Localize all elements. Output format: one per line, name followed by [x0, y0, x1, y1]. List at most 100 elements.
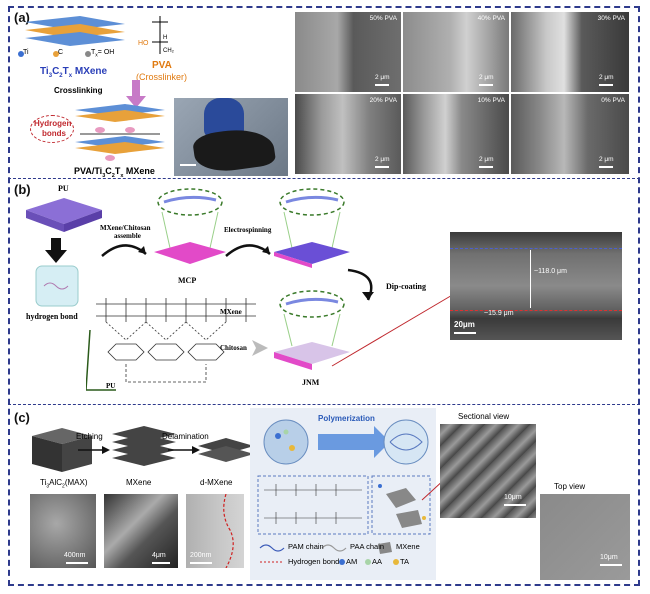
- d-mxene-sem-scale: 200nm: [190, 552, 212, 559]
- top-boundary-line: [450, 248, 622, 249]
- divider-b-c: [8, 404, 640, 405]
- mxene-stack-diagram: [112, 426, 176, 466]
- sem-scale-bar: [375, 166, 389, 168]
- sem-scale: 2 μm: [479, 74, 494, 81]
- curved-arrow-icon: [225, 244, 271, 257]
- legend-pam: PAM chain: [288, 542, 324, 551]
- sem-image: 0% PVA 2 μm: [511, 94, 629, 174]
- delamination-label: Delamination: [162, 432, 209, 441]
- cross-section-scale: 20μm: [454, 320, 475, 329]
- legend-mxene: MXene: [396, 542, 420, 551]
- crosslinking-label: Crosslinking: [54, 86, 103, 95]
- sem-image: 10% PVA 2 μm: [403, 94, 509, 174]
- hydrogen-bonds-line2: bonds: [42, 129, 66, 138]
- pu-mesh: [26, 198, 102, 232]
- sem-scale: 2 μm: [375, 156, 390, 163]
- composite-structure-diagram: [75, 104, 165, 161]
- polymer-network-diagram: [257, 475, 431, 535]
- sem-label: 20% PVA: [369, 97, 397, 104]
- step1-line2: assemble: [114, 232, 141, 240]
- film-photo: [174, 98, 288, 176]
- mcp-label: MCP: [178, 276, 197, 285]
- d-mxene-sem-image: 200nm: [186, 494, 244, 568]
- pu-label: PU: [58, 184, 69, 193]
- mxene-sem-image: 4μm: [104, 494, 178, 568]
- curved-arrow-icon: [347, 268, 374, 301]
- max-sem-image: 400nm: [30, 494, 96, 568]
- sem-label: 40% PVA: [477, 15, 505, 22]
- top-view-scale-bar: [600, 564, 622, 566]
- cross-section-scale-bar: [454, 332, 476, 334]
- crosslinking-arrow: [126, 80, 146, 108]
- figure-frame: [8, 6, 640, 586]
- pva-subtitle: (Crosslinker): [136, 72, 188, 82]
- sem-image: 30% PVA 2 μm: [511, 12, 629, 92]
- chemical-structure-diagram: [86, 298, 256, 391]
- legend-ti: Ti: [23, 49, 29, 56]
- sectional-view-label: Sectional view: [458, 412, 510, 421]
- sectional-sem-image: 10μm: [440, 424, 536, 518]
- sem-scale-bar: [375, 84, 389, 86]
- top-view-sem-image: 10μm: [540, 494, 630, 580]
- panel-c-label: (c): [14, 410, 30, 425]
- composite-title: PVA/Ti3C2Tx MXene: [74, 166, 155, 179]
- top-view-label: Top view: [554, 482, 586, 491]
- sectional-scale-bar: [504, 504, 526, 506]
- jnm-diagram: [274, 290, 350, 370]
- mxene-label: MXene: [220, 308, 242, 316]
- top-view-scale: 10μm: [600, 554, 618, 561]
- polymer-legend: [259, 542, 399, 565]
- sem-label: 0% PVA: [601, 97, 625, 104]
- sem-label: 10% PVA: [477, 97, 505, 104]
- sectional-scale: 10μm: [504, 494, 522, 501]
- divider-a-b: [8, 178, 640, 179]
- down-arrow-icon: [45, 238, 67, 263]
- pva-structure: HO H CH₂: [138, 16, 175, 54]
- cross-section-sem: ~118.0 μm ~15.9 μm 20μm: [450, 232, 622, 340]
- legend-tx: Tx= OH: [91, 49, 115, 59]
- legend-am: AM: [346, 557, 358, 566]
- hydrogen-bond-label: hydrogen bond: [26, 312, 78, 321]
- svg-text:H: H: [163, 35, 167, 41]
- electrospinning-label: Electrospinning: [224, 226, 272, 234]
- mcp-diagram: [154, 188, 226, 264]
- sem-scale: 2 μm: [375, 74, 390, 81]
- legend-paa: PAA chain: [350, 542, 385, 551]
- sem-label: 30% PVA: [597, 15, 625, 22]
- sem-scale-bar: [599, 84, 613, 86]
- svg-text:CH₂: CH₂: [163, 48, 175, 54]
- legend-hbond: Hydrogen bond: [288, 557, 340, 566]
- svg-text:HO: HO: [138, 40, 149, 47]
- zoom-connector-line: [331, 293, 455, 367]
- panel-a-label: (a): [14, 10, 30, 25]
- mxene-layer-diagram: [25, 16, 125, 46]
- max-label: Ti3AlC2(MAX): [40, 478, 88, 490]
- legend-ta: TA: [400, 557, 410, 566]
- electrospun-diagram: [274, 188, 350, 268]
- thickness-bar: [530, 250, 531, 308]
- pu-bottom-label: PU: [106, 382, 116, 390]
- max-sem-scale: 400nm: [64, 552, 86, 559]
- right-arrow-icon: [252, 340, 268, 356]
- legend-c: C: [58, 49, 64, 56]
- delamination-arrow-icon: [168, 446, 200, 454]
- dip-coating-label: Dip-coating: [386, 282, 426, 291]
- beaker-icon: [35, 265, 79, 307]
- mxene-stack-label: MXene: [126, 478, 152, 487]
- mxene-atom-legend: [18, 51, 91, 57]
- sem-label: 50% PVA: [369, 15, 397, 22]
- thickness-thin-label: ~15.9 μm: [484, 310, 514, 317]
- panel-b-label: (b): [14, 182, 31, 197]
- curved-arrow-icon: [101, 244, 147, 257]
- pva-title: PVA: [152, 60, 172, 71]
- middle-boundary-line: [450, 310, 622, 311]
- sem-scale-bar: [479, 84, 493, 86]
- hydrogen-bonds-callout: [30, 115, 74, 143]
- hydrogen-bonds-line1: Hydrogen: [34, 119, 72, 128]
- sem-scale: 2 μm: [479, 156, 494, 163]
- sem-image: 50% PVA 2 μm: [295, 12, 401, 92]
- d-mxene-sem-scale-bar: [190, 562, 212, 564]
- mxene-title: Ti3C2Tx MXene: [40, 66, 108, 79]
- mxene-sem-scale: 4μm: [152, 552, 166, 559]
- chitosan-label: Chitosan: [220, 344, 247, 352]
